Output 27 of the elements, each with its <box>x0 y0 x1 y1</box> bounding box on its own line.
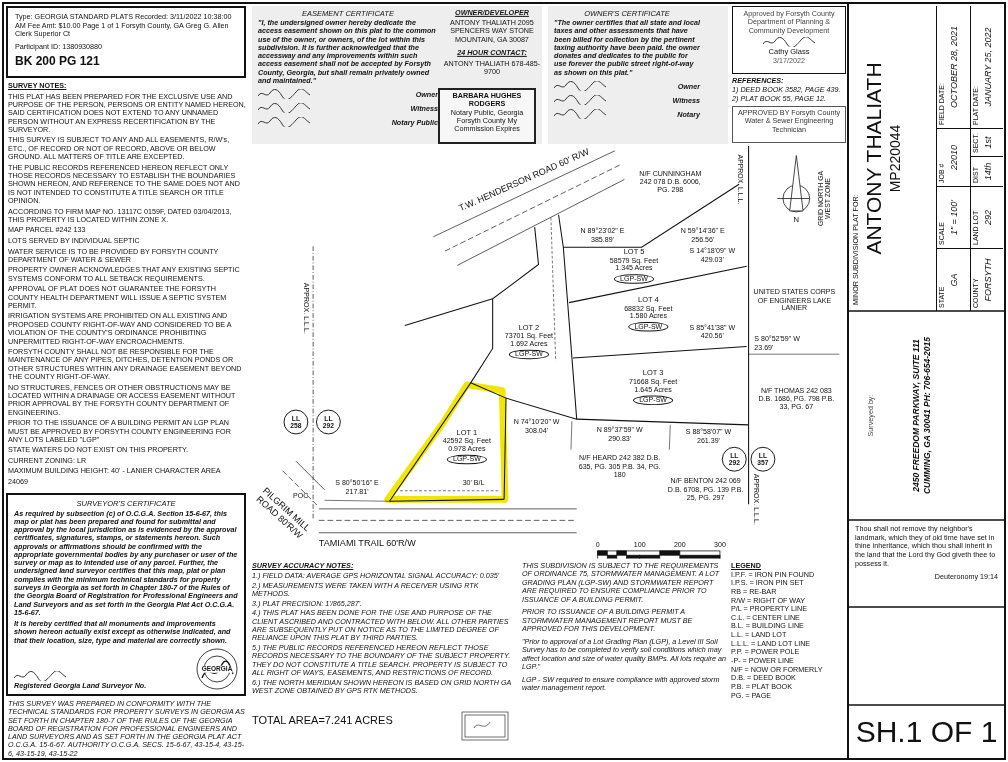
certificate-panel <box>252 6 542 144</box>
field-value: JANUARY 25, 2022 <box>983 26 993 109</box>
land-lot-badge <box>721 446 747 472</box>
approval-stamp <box>732 6 846 74</box>
land-lot-badge <box>750 446 776 472</box>
recording-stamp-box <box>6 6 246 78</box>
sheet-number: SH.1 OF 1 <box>855 715 998 749</box>
land-lot-badge <box>316 409 341 435</box>
surveyor-address: 2450 FREEDOM PARKWAY, SUITE 111 CUMMING, GA 30041 PH: 706-654-2015 <box>911 336 933 496</box>
total-area: TOTAL AREA=7.241 ACRES <box>252 714 393 727</box>
certificate-panel <box>6 492 246 696</box>
approval-stamp <box>732 106 846 143</box>
field-value: OCTOBER 28, 2021 <box>949 25 959 110</box>
field-value: 292 <box>983 209 993 227</box>
plat-number: MP220044 <box>887 123 903 195</box>
road-name: TAMIAMI TRAIL 60'R/W <box>318 538 416 549</box>
field-value: 14th <box>983 161 993 183</box>
land-lot-badge <box>283 409 309 435</box>
field-value: 22010 <box>949 144 959 172</box>
owner-name: ANTONY THALIATH <box>862 61 886 257</box>
field-value: 1" = 100' <box>949 198 959 238</box>
field-value: FORSYTH <box>983 257 993 304</box>
book-page-number: BK 200 PG 121 <box>15 53 101 68</box>
field-value: 1st <box>983 135 993 151</box>
field-value: GA <box>949 272 959 289</box>
certificate-panel <box>548 6 728 144</box>
notary-seal <box>438 88 536 144</box>
